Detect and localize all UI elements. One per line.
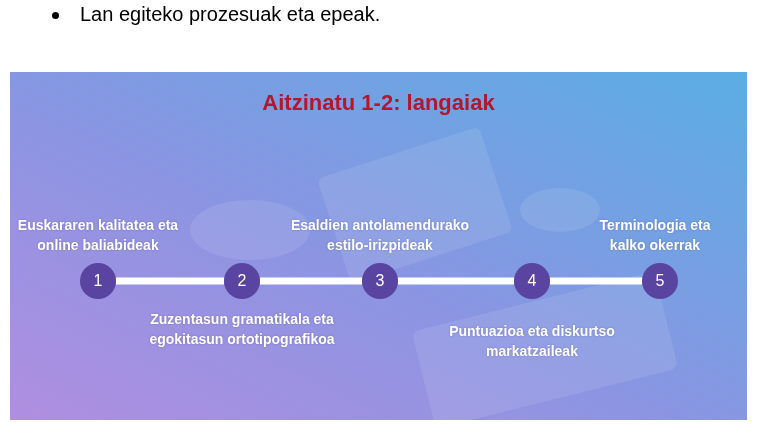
step-label: Terminologia eta kalko okerrak	[585, 215, 725, 255]
step-number: 2	[224, 263, 260, 299]
step-circle: Puntuazioa eta diskurtso markatzaileak4	[514, 263, 550, 299]
step-circle: Terminologia eta kalko okerrak5	[642, 263, 678, 299]
faint-illustration	[190, 126, 678, 428]
bullet-dot	[52, 12, 59, 19]
step-number: 5	[642, 263, 678, 299]
step-number: 4	[514, 263, 550, 299]
step-number: 1	[80, 263, 116, 299]
diagram-title: Aitzinatu 1-2: langaiak	[10, 90, 747, 116]
timeline-connector	[398, 278, 514, 285]
step-label: Zuzentasun gramatikala eta egokitasun or…	[137, 309, 347, 349]
step-label: Euskararen kalitatea eta online baliabid…	[9, 215, 187, 255]
step-circle: Zuzentasun gramatikala eta egokitasun or…	[224, 263, 260, 299]
step-label: Puntuazioa eta diskurtso markatzaileak	[439, 321, 625, 361]
timeline-connector	[260, 278, 362, 285]
step-circle: Esaldien antolamendurako estilo-irizpide…	[362, 263, 398, 299]
step-number: 3	[362, 263, 398, 299]
timeline-connector	[116, 278, 224, 285]
step-circle: Euskararen kalitatea eta online baliabid…	[80, 263, 116, 299]
bullet-text: Lan egiteko prozesuak eta epeak.	[80, 3, 380, 26]
step-label: Esaldien antolamendurako estilo-irizpide…	[282, 215, 478, 255]
timeline-connector	[550, 278, 642, 285]
